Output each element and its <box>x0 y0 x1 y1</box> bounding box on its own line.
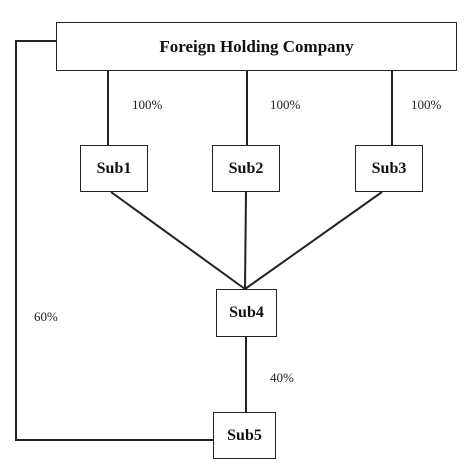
sub1-label: Sub1 <box>96 159 132 177</box>
ownership-label-sub2: 100% <box>270 97 301 112</box>
sub1-box: Sub1 <box>80 145 148 192</box>
sub2-label: Sub2 <box>228 159 264 177</box>
line-sub2-sub4 <box>244 191 247 290</box>
ownership-label-sub1: 100% <box>132 97 163 112</box>
foreign-holding-company-label: Foreign Holding Company <box>159 36 354 56</box>
ownership-label-sub3: 100% <box>411 97 442 112</box>
ownership-label-sub4-sub5: 40% <box>270 370 294 385</box>
sub5-label: Sub5 <box>227 426 262 444</box>
sub4-label: Sub4 <box>229 304 264 321</box>
sub3-label: Sub3 <box>371 159 407 177</box>
line-parent-sub5-direct <box>15 40 213 441</box>
foreign-holding-company-box: Foreign Holding Company <box>56 22 457 71</box>
line-sub3-sub4 <box>244 191 383 290</box>
line-sub1-sub4 <box>110 191 246 290</box>
sub3-box: Sub3 <box>355 145 423 192</box>
ownership-label-parent-sub5: 60% <box>34 309 58 324</box>
sub2-box: Sub2 <box>212 145 280 192</box>
sub5-box: Sub5 <box>213 412 276 459</box>
sub4-box: Sub4 <box>216 289 277 337</box>
